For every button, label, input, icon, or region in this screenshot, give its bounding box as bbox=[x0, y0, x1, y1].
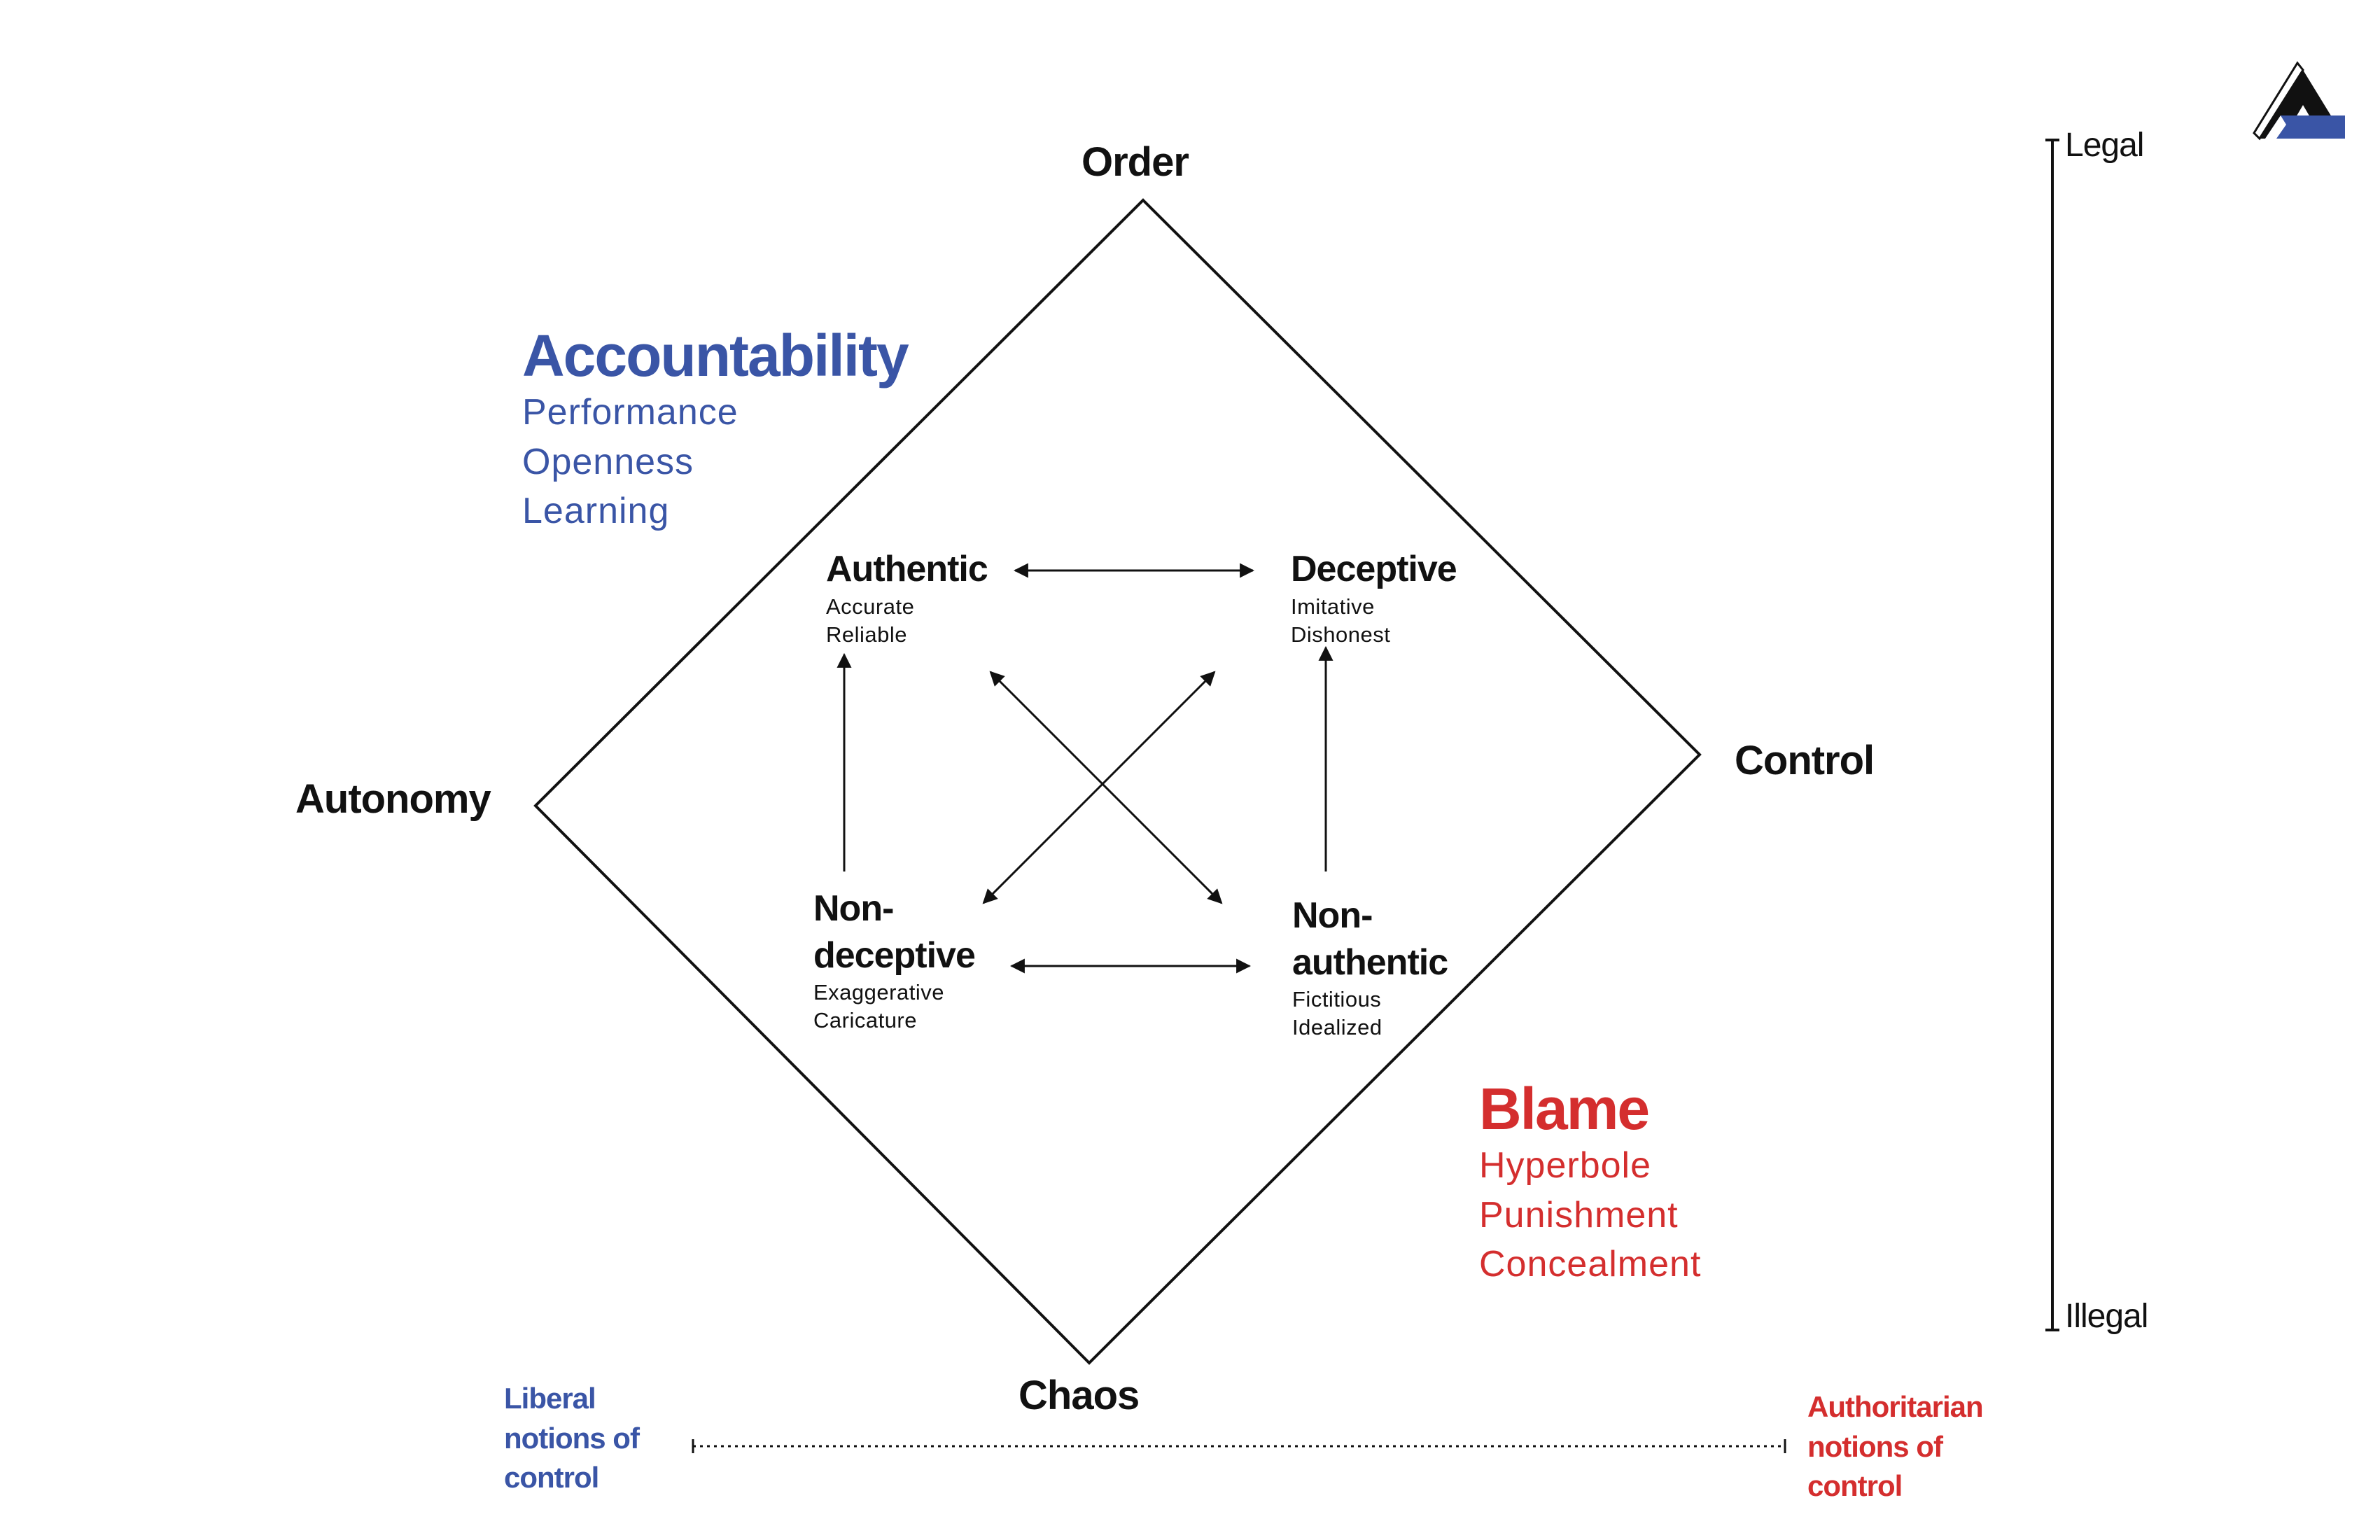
blame-title: Blame bbox=[1479, 1076, 1650, 1142]
accountability-title: Accountability bbox=[522, 323, 909, 388]
node-non-authentic-title: authentic bbox=[1292, 941, 1448, 983]
node-deceptive-sub: Imitative bbox=[1291, 594, 1375, 619]
accountability-item: Performance bbox=[522, 392, 738, 433]
order-chaos-diamond bbox=[533, 198, 1702, 1365]
accountability-item: Learning bbox=[522, 490, 670, 531]
arrow-diagonal-deceptive-nondeceptive bbox=[982, 671, 1216, 904]
node-non-deceptive: Non- deceptive Exaggerative Caricature bbox=[813, 886, 976, 1035]
pole-chaos: Chaos bbox=[1018, 1373, 1140, 1418]
node-non-authentic-sub: Fictitious bbox=[1292, 987, 1382, 1012]
node-authentic: Authentic Accurate Reliable bbox=[826, 546, 988, 649]
scale-label-legal: Legal bbox=[2065, 127, 2144, 164]
blame-item: Concealment bbox=[1479, 1243, 1702, 1284]
node-non-authentic-sub: Idealized bbox=[1292, 1015, 1382, 1040]
node-authentic-sub: Reliable bbox=[826, 622, 908, 647]
accountability-item: Openness bbox=[522, 441, 694, 482]
blame-item: Punishment bbox=[1479, 1194, 1679, 1236]
liberal-control-line: Liberal bbox=[504, 1382, 596, 1415]
node-non-deceptive-title: deceptive bbox=[813, 934, 976, 976]
blame-block: Blame Hyperbole Punishment Concealment bbox=[1479, 1077, 1701, 1289]
triangle-logo-icon bbox=[2253, 61, 2345, 141]
node-non-deceptive-sub: Exaggerative bbox=[813, 980, 944, 1005]
pole-control: Control bbox=[1735, 738, 1875, 783]
authoritarian-control-label: Authoritarian notions of control bbox=[1807, 1387, 1984, 1506]
liberal-control-line: notions of bbox=[504, 1421, 640, 1455]
authoritarian-control-line: notions of bbox=[1807, 1429, 1943, 1463]
liberal-control-label: Liberal notions of control bbox=[504, 1379, 640, 1498]
arrow-diagonal-authentic-nonauthentic bbox=[989, 671, 1223, 904]
node-non-deceptive-title: Non- bbox=[813, 888, 894, 929]
node-deceptive-sub: Dishonest bbox=[1291, 622, 1391, 647]
node-authentic-title: Authentic bbox=[826, 549, 988, 589]
node-authentic-sub: Accurate bbox=[826, 594, 915, 619]
accountability-block: Accountability Performance Openness Lear… bbox=[522, 323, 909, 536]
authoritarian-control-line: control bbox=[1807, 1469, 1903, 1503]
node-deceptive-title: Deceptive bbox=[1291, 549, 1457, 589]
node-non-deceptive-sub: Caricature bbox=[813, 1008, 917, 1033]
liberal-control-line: control bbox=[504, 1461, 599, 1494]
blame-item: Hyperbole bbox=[1479, 1145, 1652, 1186]
node-non-authentic-title: Non- bbox=[1292, 895, 1373, 936]
pole-autonomy: Autonomy bbox=[295, 776, 491, 822]
node-deceptive: Deceptive Imitative Dishonest bbox=[1291, 546, 1457, 649]
node-non-authentic: Non- authentic Fictitious Idealized bbox=[1292, 892, 1448, 1042]
pole-order: Order bbox=[1082, 139, 1189, 185]
authoritarian-control-line: Authoritarian bbox=[1807, 1390, 1984, 1423]
scale-label-illegal: Illegal bbox=[2065, 1298, 2148, 1335]
